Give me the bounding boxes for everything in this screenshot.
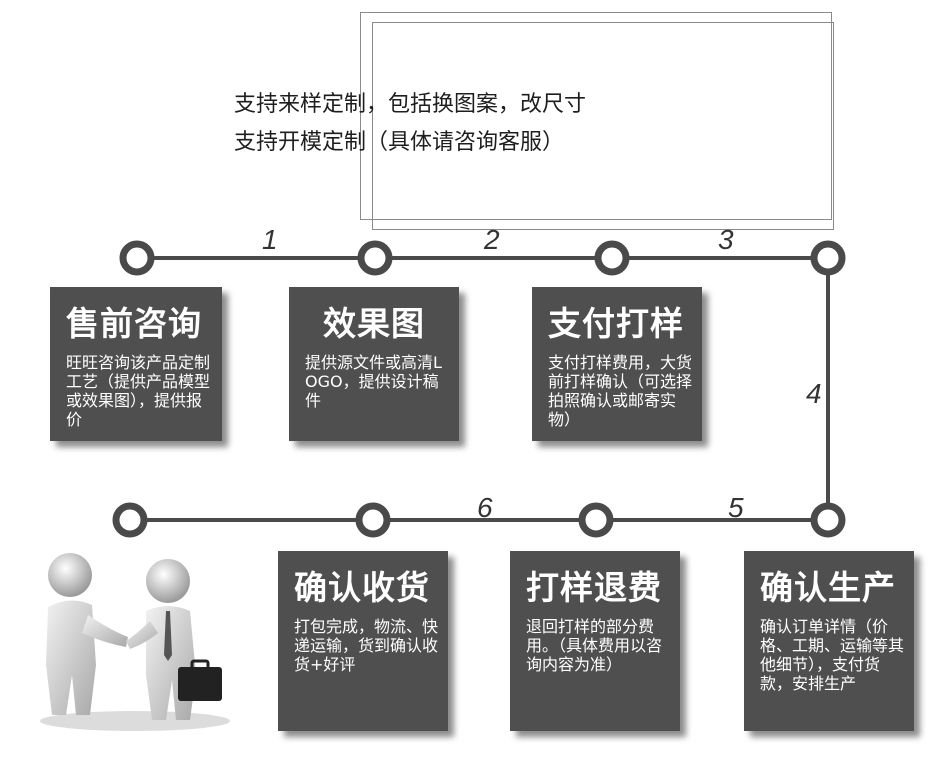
flow-node: [357, 240, 393, 276]
step-number-1: 1: [262, 224, 278, 255]
step-title: 售前咨询: [66, 304, 202, 343]
flow-node: [112, 502, 148, 538]
step-description: 退回打样的部分费用。（具体费用以咨询内容为准）: [526, 617, 663, 674]
step-card-consult: 售前咨询 旺旺咨询该产品定制工艺（提供产品模型或效果图），提供报价: [50, 287, 222, 441]
step-title: 确认生产: [760, 568, 896, 607]
step-title: 支付打样: [548, 304, 684, 343]
step-title: 打样退费: [526, 568, 662, 607]
step-number-5: 5: [728, 492, 744, 523]
step-description: 支付打样费用，大货前打样确认（可选择拍照确认或邮寄实物）: [548, 353, 693, 429]
flow-node: [578, 502, 614, 538]
flow-node: [594, 240, 630, 276]
step-description: 打包完成，物流、快递运输，货到确认收货+好评: [294, 617, 439, 674]
step-title: 效果图: [323, 304, 425, 343]
note-frame-inner: [372, 22, 834, 230]
note-line-2: 支持开模定制（具体请咨询客服）: [234, 130, 565, 155]
step-card-production: 确认生产 确认订单详情（价格、工期、运输等其他细节），支付货款，安排生产: [744, 551, 914, 731]
step-number-2: 2: [484, 224, 500, 255]
flow-node: [355, 502, 391, 538]
note-frame-outer: [360, 12, 832, 220]
step-description: 旺旺咨询该产品定制工艺（提供产品模型或效果图），提供报价: [66, 353, 211, 429]
step-card-receipt: 确认收货 打包完成，物流、快递运输，货到确认收货+好评: [278, 551, 448, 731]
handshake-illustration: [40, 553, 230, 731]
step-number-4: 4: [806, 378, 822, 409]
flow-node: [810, 502, 846, 538]
step-title: 确认收货: [294, 568, 430, 607]
step-number-3: 3: [718, 224, 734, 255]
step-description: 确认订单详情（价格、工期、运输等其他细节），支付货款，安排生产: [760, 617, 905, 693]
step-number-6: 6: [477, 492, 493, 523]
flow-node: [810, 240, 846, 276]
step-card-refund: 打样退费 退回打样的部分费用。（具体费用以咨询内容为准）: [510, 551, 680, 731]
step-card-design: 效果图 提供源文件或高清LOGO，提供设计稿件: [289, 287, 459, 441]
step-description: 提供源文件或高清LOGO，提供设计稿件: [305, 353, 442, 410]
step-card-sample-payment: 支付打样 支付打样费用，大货前打样确认（可选择拍照确认或邮寄实物）: [532, 287, 702, 441]
flow-node: [119, 240, 155, 276]
note-line-1: 支持来样定制，包括换图案，改尺寸: [234, 92, 587, 117]
